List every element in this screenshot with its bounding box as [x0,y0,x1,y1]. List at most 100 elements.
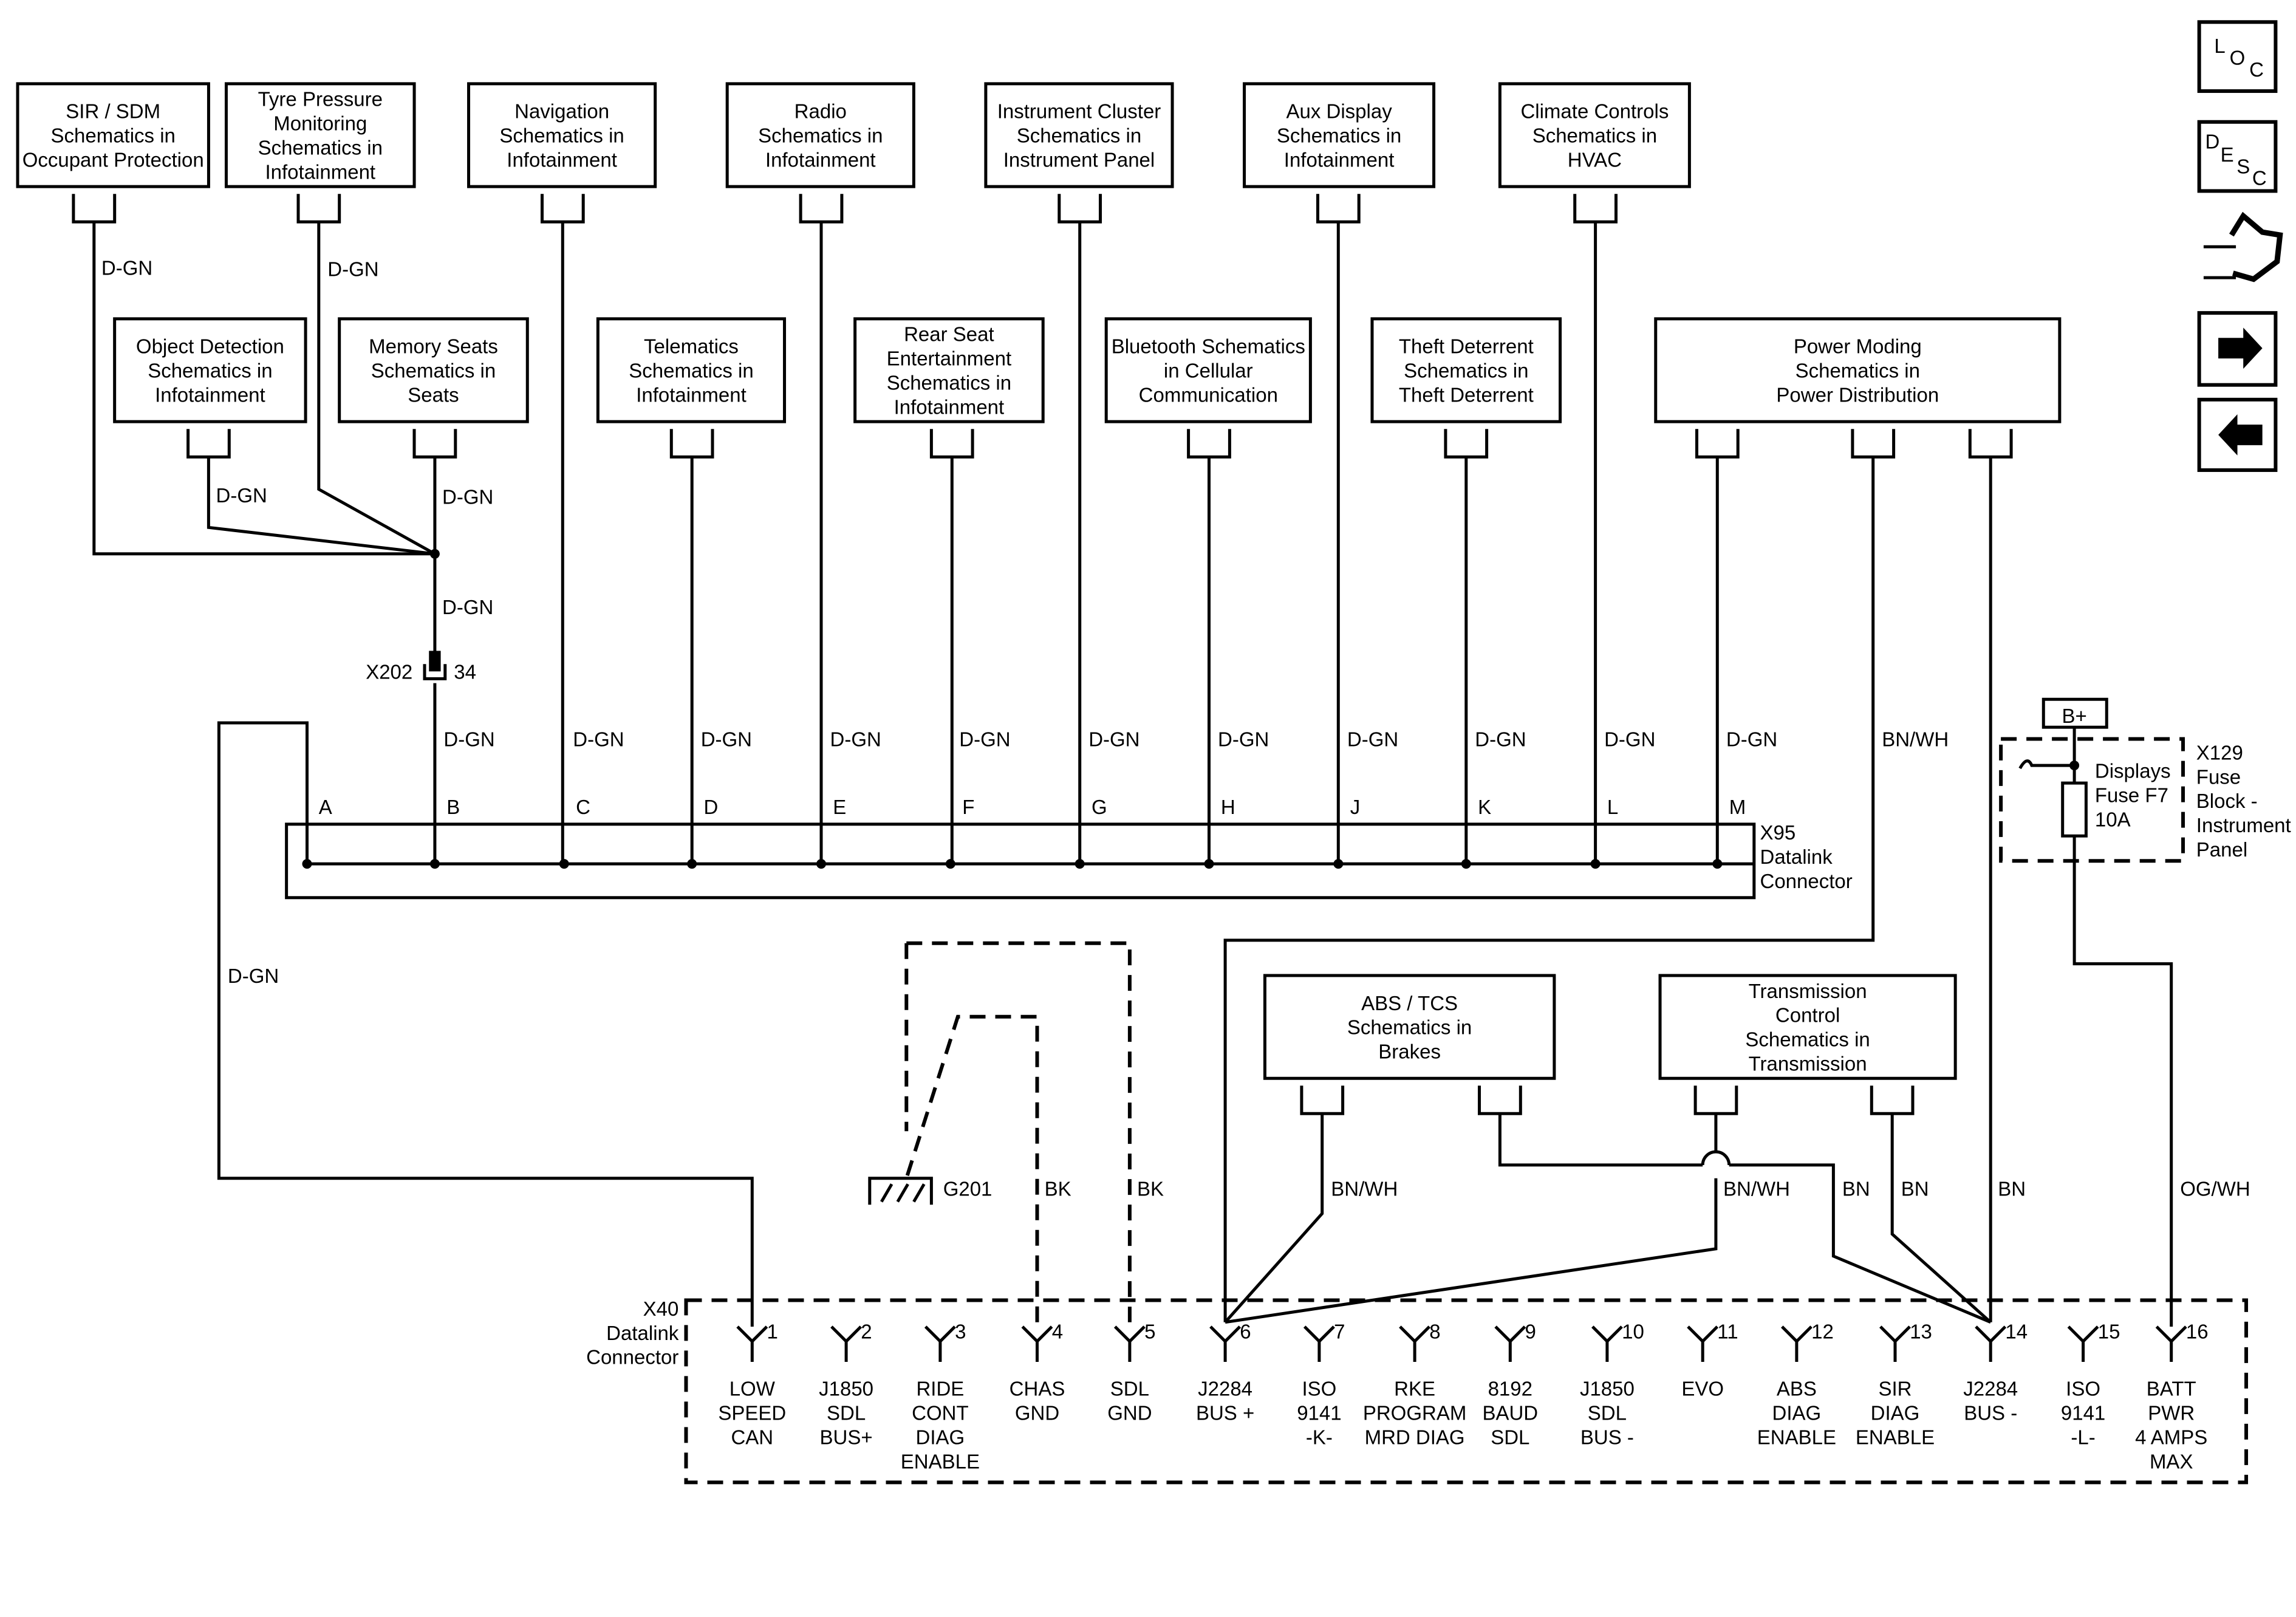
top-module-6-line-3: Infotainment [1284,149,1395,171]
mid-module-4-line-1: Rear Seat [904,323,994,346]
module-connector [1057,194,1102,224]
mid-module-1-line-3: Infotainment [155,384,265,406]
x40-pin-16-symbol [2155,1325,2187,1344]
x40-pin-10-desc-3: BUS - [1580,1426,1634,1449]
module-connector [72,194,117,224]
wire-label-x95-10: D-GN [1475,728,1526,751]
mid-module-6-box [1370,317,1562,423]
wire-label-x95-7: D-GN [1088,728,1139,751]
x40-pin-number-12: 12 [1811,1320,1834,1342]
fuse-description-line-3: 10A [2095,808,2131,831]
x40-pin-15-desc-3: -L- [2071,1426,2095,1449]
loc-button[interactable] [2197,20,2278,93]
transmission-module-line-3: Schematics in [1745,1028,1870,1051]
wire-label-x95-4: D-GN [701,728,752,751]
wire-label-x95-9: D-GN [1347,728,1398,751]
x40-pin-9-desc-3: SDL [1491,1426,1529,1449]
mid-module-4-line-2: Entertainment [887,347,1011,370]
x40-pin-number-15: 15 [2098,1320,2120,1342]
x40-pin-number-9: 9 [1525,1320,1536,1342]
mid-module-3-box [596,317,787,423]
top-module-2-line-4: Infotainment [265,161,375,183]
wire-label-chas-gnd: BK [1045,1178,1071,1200]
wire-label-low-speed-can: D-GN [228,965,279,987]
top-module-7-box [1498,82,1691,188]
x95-pin-dot-E [816,859,826,869]
x40-pin-number-5: 5 [1144,1320,1155,1342]
x40-pin-5-desc-1: SDL [1110,1378,1149,1400]
transmission-module-line-1: Transmission [1749,980,1867,1002]
fuse-description-line-2: Fuse F7 [2095,784,2168,807]
x95-pin-dot-B [429,859,440,869]
x95-pin-dot-J [1333,859,1344,869]
wire-tpms [317,222,436,555]
x40-pin-10-desc-2: SDL [1588,1402,1627,1424]
top-module-6-line-2: Schematics in [1277,125,1401,147]
arrow-right-icon[interactable] [2218,327,2263,369]
wire-label-splice: D-GN [442,596,493,618]
fuse-block-outline [1999,737,2185,863]
wire-abs-bus-minus-a [1498,1113,1703,1167]
mid-module-1-box [113,317,307,423]
x40-pin-14-symbol [1975,1325,2007,1344]
x95-pin-label-G: G [1092,796,1107,818]
wire-label-abs-bus-plus: BN/WH [1331,1178,1398,1200]
fuse-bus-dot [2069,761,2080,771]
top-module-7-line-3: HVAC [1568,149,1622,171]
fuse-block-label-line-1: X129 [2196,741,2243,764]
mid-module-4-line-3: Schematics in [887,372,1011,394]
desc-letter-2: E [2221,143,2234,166]
x40-pin-11-desc-1: EVO [1681,1378,1724,1400]
x95-pin-label-L: L [1607,796,1618,818]
wire-label-power-moding-bus-minus: BN [1998,1178,2026,1200]
top-module-7-line-1: Climate Controls [1520,100,1669,123]
x40-pin-number-8: 8 [1429,1320,1440,1342]
top-module-7-line-2: Schematics in [1532,125,1657,147]
x40-pin-number-4: 4 [1052,1320,1063,1342]
x40-pin-3-desc-4: ENABLE [901,1450,980,1472]
splice-junction [429,549,440,559]
top-module-5-box [984,82,1174,188]
x40-pin-4-desc-2: GND [1015,1402,1059,1424]
x40-pin-12-symbol [1781,1325,1813,1344]
arrow-left-icon[interactable] [2218,414,2263,456]
x40-pin-number-10: 10 [1622,1320,1644,1342]
x95-pin-label-A: A [319,796,332,818]
module-connector [799,194,844,224]
x40-pin-1-desc-3: CAN [731,1426,773,1449]
ground-label: G201 [943,1178,993,1200]
top-module-4-box [725,82,915,188]
fuse-block-label-line-4: Instrument [2196,814,2291,836]
x40-pin-6-desc-1: J2284 [1198,1378,1252,1400]
module-connector [1316,194,1361,224]
mid-module-2-line-3: Seats [408,384,459,406]
x95-pin-dot-L [1590,859,1601,869]
x95-pin-label-K: K [1478,796,1491,818]
x40-pin-14-desc-1: J2284 [1963,1378,2018,1400]
mid-module-7-box [1654,317,2062,423]
x95-bus-line [306,824,1754,866]
top-module-3-line-1: Navigation [514,100,609,123]
x40-pin-3-desc-3: DIAG [916,1426,965,1449]
module-connector [1851,429,1896,459]
top-module-1-line-1: SIR / SDM [66,100,160,123]
x40-label-line-3: Connector [586,1346,678,1369]
x40-pin-2-symbol [830,1325,863,1344]
x95-label-line-2: Datalink [1760,846,1833,868]
connector-end-view-icon-shape[interactable] [2229,211,2283,282]
x40-pin-16-desc-3: 4 AMPS [2135,1426,2207,1449]
mid-module-4-line-4: Infotainment [894,395,1005,418]
top-module-1-line-2: Schematics in [50,125,175,147]
wire-label-x95-12: D-GN [1726,728,1777,751]
module-connector [1478,1085,1522,1115]
wire-power-moding-bus-plus [1223,457,1875,1322]
wire-label-sdl-gnd: BK [1137,1178,1164,1200]
desc-button[interactable] [2197,120,2278,193]
wire-label-x95-8: D-GN [1218,728,1269,751]
x40-pin-number-2: 2 [861,1320,872,1342]
abs-module-line-1: ABS / TCS [1361,992,1458,1014]
fuse-block-label-line-5: Panel [2196,838,2247,861]
loc-letter-2: O [2230,46,2246,69]
